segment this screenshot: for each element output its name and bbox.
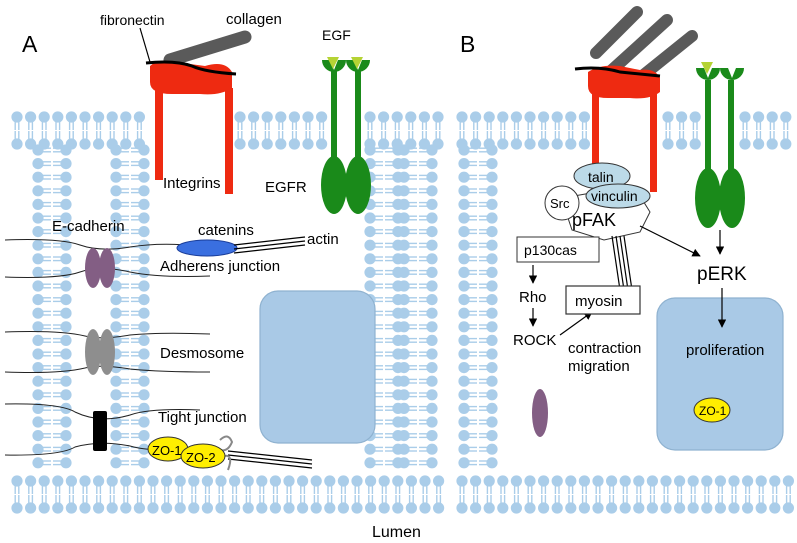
vinculin-label: vinculin bbox=[591, 188, 638, 204]
actin-label: actin bbox=[307, 231, 339, 248]
nucleus-b bbox=[656, 297, 784, 451]
p130cas-box bbox=[516, 236, 600, 263]
egf-ligand-icon bbox=[351, 57, 363, 69]
p130cas-label: p130cas bbox=[524, 242, 577, 258]
e-cadherin-icon bbox=[85, 248, 101, 288]
src-protein bbox=[544, 185, 580, 221]
zo1-protein-b bbox=[693, 397, 731, 423]
catenins-label: catenins bbox=[198, 222, 254, 239]
src-label: Src bbox=[550, 196, 570, 211]
e-cadherin-label: E-cadherin bbox=[52, 218, 125, 235]
zo1-b-label: ZO-1 bbox=[699, 404, 727, 418]
tight-junction-label: Tight junction bbox=[158, 409, 247, 426]
panel-label-b: B bbox=[460, 31, 475, 57]
integrins-label: Integrins bbox=[163, 175, 221, 192]
desmosome-icon bbox=[99, 329, 115, 375]
catenin-complex bbox=[176, 239, 238, 257]
fibronectin-pointer bbox=[139, 27, 151, 63]
egfr-receptor-b bbox=[695, 62, 745, 228]
integrin-receptor bbox=[150, 60, 233, 194]
e-cadherin-icon bbox=[99, 248, 115, 288]
panel-label-a: A bbox=[22, 31, 38, 57]
e-cadherin-icon bbox=[532, 389, 548, 437]
rho-label: Rho bbox=[519, 289, 547, 306]
collagen-label: collagen bbox=[226, 11, 282, 28]
myosin-box bbox=[565, 285, 641, 315]
desmosome-label: Desmosome bbox=[160, 345, 244, 362]
zo2-protein bbox=[180, 443, 226, 469]
perk-label: pERK bbox=[697, 264, 747, 285]
talin-label: talin bbox=[588, 169, 614, 185]
zo1-label: ZO-1 bbox=[152, 443, 182, 458]
pfak-label: pFAK bbox=[572, 210, 616, 230]
contraction-label: contraction bbox=[568, 340, 641, 357]
nucleus-a bbox=[259, 290, 376, 444]
migration-label: migration bbox=[568, 358, 630, 375]
egf-ligand-icon bbox=[701, 62, 713, 74]
fibronectin-line bbox=[145, 60, 237, 76]
proliferation-label: proliferation bbox=[686, 342, 764, 359]
zo2-label: ZO-2 bbox=[186, 450, 216, 465]
collagen-fiber bbox=[590, 6, 643, 59]
adherens-junction-label: Adherens junction bbox=[160, 258, 280, 275]
fibronectin-label: fibronectin bbox=[100, 12, 165, 28]
lumen-label: Lumen bbox=[372, 524, 421, 541]
collagen-fiber bbox=[606, 14, 673, 76]
egf-label: EGF bbox=[322, 27, 351, 43]
rock-label: ROCK bbox=[513, 332, 556, 349]
myosin-label: myosin bbox=[575, 293, 623, 310]
vinculin-protein bbox=[585, 183, 651, 209]
tight-junction-protein bbox=[93, 411, 107, 451]
egf-ligand-icon bbox=[327, 57, 339, 69]
egfr-label: EGFR bbox=[265, 179, 307, 196]
collagen-fiber bbox=[163, 30, 252, 67]
fibronectin-line bbox=[574, 66, 661, 78]
desmosome-icon bbox=[85, 329, 101, 375]
egfr-receptor bbox=[321, 57, 371, 214]
